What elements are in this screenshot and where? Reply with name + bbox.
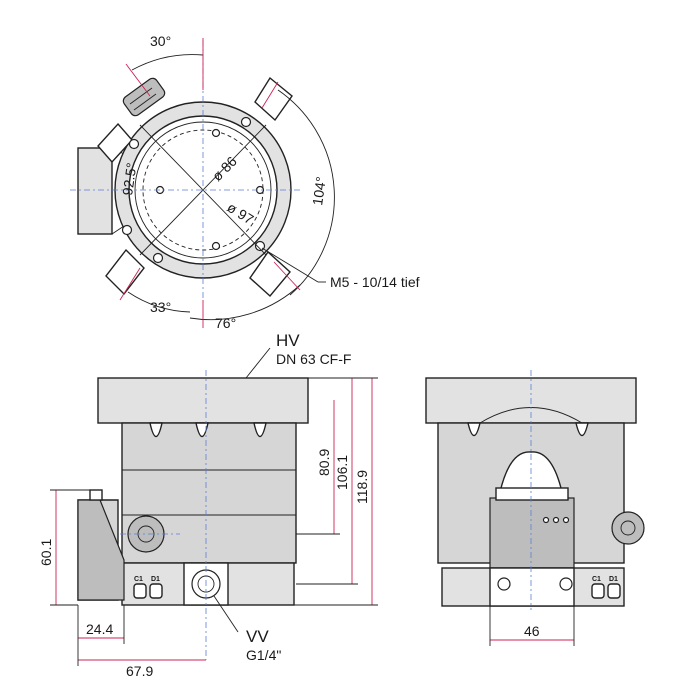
leader-vv	[213, 595, 239, 633]
side-knob-inner	[620, 520, 636, 536]
arc-33	[127, 291, 191, 313]
top-knob	[122, 77, 166, 117]
label-angle-76: 76°	[215, 315, 236, 331]
front-conn-c1	[133, 583, 147, 599]
top-hole-6	[211, 128, 221, 138]
side-led-3	[562, 516, 570, 524]
front-label-d1: D1	[151, 576, 160, 583]
front-conn-d1	[149, 583, 163, 599]
label-vv-thread: G1/4"	[246, 647, 281, 663]
side-knob	[611, 511, 645, 545]
label-dim-80-9: 80.9	[316, 449, 332, 476]
label-dim-46: 46	[524, 623, 540, 639]
label-dim-118-9: 118.9	[354, 470, 370, 504]
side-label-c1: C1	[592, 576, 601, 583]
side-base-hole-2	[559, 577, 573, 591]
side-fin-1	[467, 422, 481, 437]
label-angle-30: 30°	[150, 33, 171, 49]
front-fin-2	[195, 422, 209, 438]
tick-33	[119, 267, 141, 301]
arc-104	[277, 89, 335, 296]
top-hole-1	[240, 116, 252, 128]
top-cutout-4	[97, 122, 133, 164]
leader-thread	[261, 247, 319, 283]
top-view: 30° 104° 33° 76° 92.5° ø 86 ø 97 M5 - 10…	[70, 33, 420, 331]
front-top-flange	[97, 377, 309, 424]
top-housing-box	[77, 147, 113, 235]
front-box-knob	[89, 489, 103, 501]
arc-30	[131, 54, 204, 71]
front-view: C1 D1 80.9 106.1 118.9 60.1 24.4 67.9 HV…	[38, 331, 378, 679]
top-cutout-2	[249, 250, 291, 298]
front-fin-1	[149, 422, 163, 438]
label-dim-24-4: 24.4	[86, 621, 113, 637]
side-label-d1: D1	[609, 576, 618, 583]
arc-76	[189, 284, 301, 321]
top-cutout-3	[105, 248, 145, 296]
side-view: C1 D1 46	[425, 370, 645, 646]
label-dim-60-1: 60.1	[38, 539, 54, 566]
top-hole-2	[128, 138, 140, 150]
label-hv-flange: DN 63 CF-F	[276, 351, 351, 367]
label-dim-106-1: 106.1	[334, 455, 350, 490]
label-angle-104: 104°	[309, 176, 329, 207]
top-housing-edge-2	[111, 225, 125, 235]
label-vv: VV	[246, 627, 269, 646]
front-label-c1: C1	[134, 576, 143, 583]
side-base-hole-1	[497, 577, 511, 591]
top-cutout-1	[254, 76, 293, 122]
side-conn-d1	[607, 583, 621, 599]
side-control-block	[489, 497, 575, 569]
top-hole-9	[211, 241, 221, 251]
top-hole-4	[152, 252, 164, 264]
side-led-2	[552, 516, 560, 524]
label-angle-33: 33°	[150, 299, 171, 315]
side-conn-c1	[591, 583, 605, 599]
label-thread: M5 - 10/14 tief	[330, 274, 420, 290]
top-hole-3	[121, 224, 133, 236]
tick-104-a	[261, 81, 279, 109]
front-fin-3	[253, 422, 267, 438]
side-fin-2	[575, 422, 589, 437]
side-led-1	[542, 516, 550, 524]
leader-hv	[245, 347, 271, 379]
tick-30-b	[125, 63, 151, 97]
tick-104-b	[273, 261, 301, 291]
side-control-top	[495, 487, 569, 501]
label-hv: HV	[276, 331, 300, 350]
label-dia-92-5: 92.5°	[119, 162, 139, 197]
label-dim-67-9: 67.9	[126, 663, 153, 679]
